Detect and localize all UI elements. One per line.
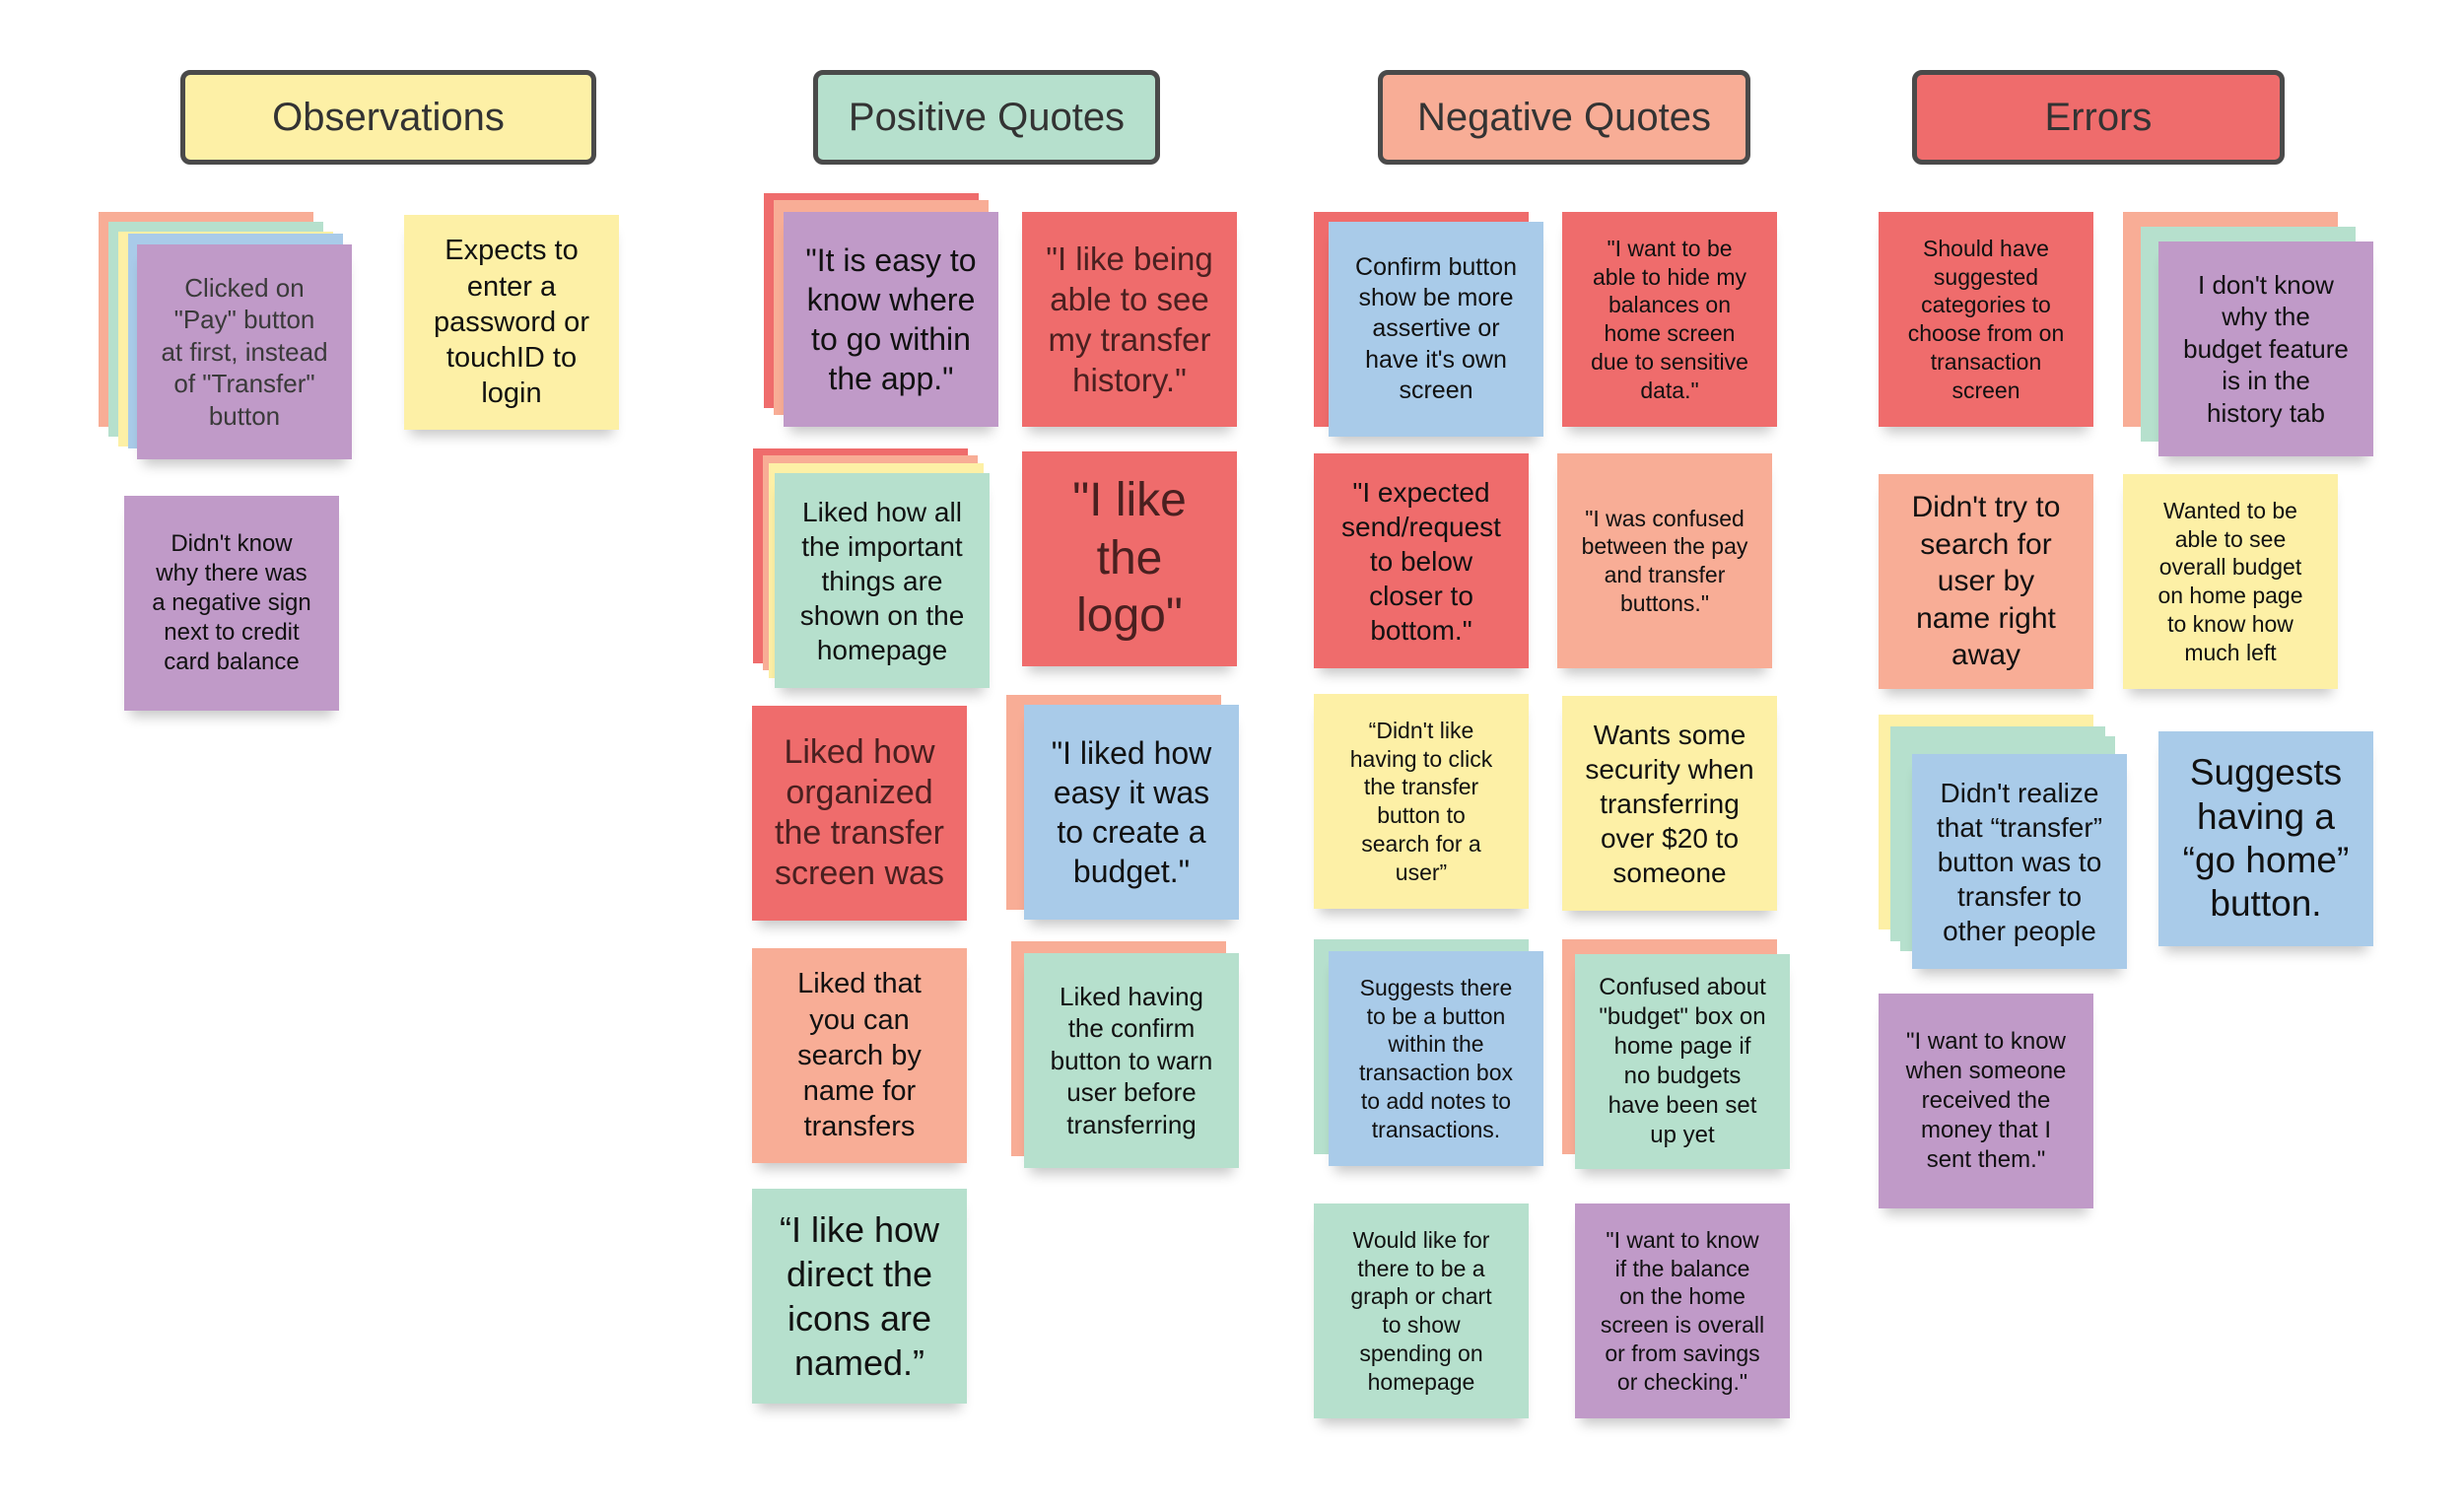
sticky-note[interactable]: "I want to be able to hide my balances o…	[1562, 212, 1777, 427]
sticky-note[interactable]: I don't know why the budget feature is i…	[2158, 241, 2373, 456]
sticky-note[interactable]: Liked having the confirm button to warn …	[1024, 953, 1239, 1168]
sticky-note[interactable]: Liked how organized the transfer screen …	[752, 706, 967, 921]
sticky-note[interactable]: “I like how direct the icons are named.”	[752, 1189, 967, 1404]
sticky-note[interactable]: Didn't try to search for user by name ri…	[1879, 474, 2093, 689]
sticky-note[interactable]: Didn't know why there was a negative sig…	[124, 496, 339, 711]
sticky-note[interactable]: Would like for there to be a graph or ch…	[1314, 1203, 1529, 1418]
sticky-note[interactable]: Expects to enter a password or touchID t…	[404, 215, 619, 430]
sticky-note[interactable]: "I want to know if the balance on the ho…	[1575, 1203, 1790, 1418]
sticky-note[interactable]: Didn't realize that “transfer” button wa…	[1912, 754, 2127, 969]
header-negative-quotes: Negative Quotes	[1378, 70, 1750, 165]
sticky-note[interactable]: Confirm button show be more assertive or…	[1329, 222, 1543, 437]
sticky-note[interactable]: Suggests having a “go home” button.	[2158, 731, 2373, 946]
header-positive-quotes: Positive Quotes	[813, 70, 1160, 165]
sticky-note[interactable]: "I liked how easy it was to create a bud…	[1024, 705, 1239, 920]
sticky-note[interactable]: "I expected send/request to below closer…	[1314, 453, 1529, 668]
sticky-note[interactable]: “Didn't like having to click the transfe…	[1314, 694, 1529, 909]
sticky-note[interactable]: Clicked on "Pay" button at first, instea…	[137, 244, 352, 459]
sticky-note[interactable]: "I want to know when someone received th…	[1879, 994, 2093, 1208]
sticky-note[interactable]: Confused about "budget" box on home page…	[1575, 954, 1790, 1169]
sticky-note[interactable]: Liked how all the important things are s…	[775, 473, 990, 688]
sticky-note[interactable]: "I like the logo"	[1022, 451, 1237, 666]
header-observations: Observations	[180, 70, 596, 165]
sticky-note[interactable]: Liked that you can search by name for tr…	[752, 948, 967, 1163]
sticky-note[interactable]: "I like being able to see my transfer hi…	[1022, 212, 1237, 427]
sticky-note[interactable]: "It is easy to know where to go within t…	[784, 212, 998, 427]
header-errors: Errors	[1912, 70, 2285, 165]
sticky-note[interactable]: Should have suggested categories to choo…	[1879, 212, 2093, 427]
sticky-note[interactable]: "I was confused between the pay and tran…	[1557, 453, 1772, 668]
sticky-note[interactable]: Wanted to be able to see overall budget …	[2123, 474, 2338, 689]
sticky-note[interactable]: Suggests there to be a button within the…	[1329, 951, 1543, 1166]
sticky-note[interactable]: Wants some security when transferring ov…	[1562, 696, 1777, 911]
